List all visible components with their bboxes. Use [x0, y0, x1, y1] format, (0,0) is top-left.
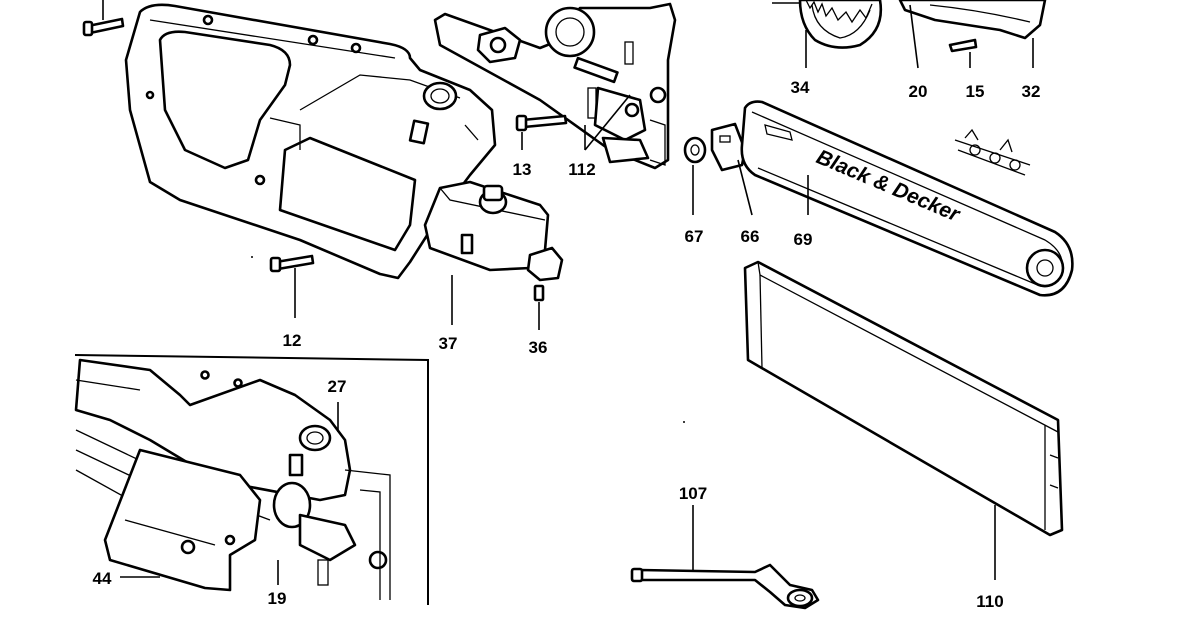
- label-32: 32: [1022, 82, 1041, 101]
- screw-12: [269, 254, 315, 318]
- saw-chain-fragment: [954, 128, 1031, 176]
- scabbard-110: [743, 260, 1064, 580]
- leader-20: [909, 4, 919, 69]
- wrench-107: [630, 505, 820, 610]
- label-44: 44: [93, 569, 112, 588]
- handle-housing: [124, 3, 497, 280]
- screw-15: [948, 38, 978, 68]
- oil-tank: [423, 180, 564, 282]
- label-27: 27: [328, 377, 347, 396]
- label-112: 112: [568, 160, 595, 179]
- label-13: 13: [513, 160, 532, 179]
- cover-32: [898, 0, 1047, 68]
- speck: [251, 256, 253, 258]
- label-20: 20: [909, 82, 928, 101]
- guide-bar-69: [740, 100, 1074, 297]
- label-66: 66: [741, 227, 760, 246]
- inset-detail: [74, 354, 429, 605]
- leader-112: [584, 94, 631, 151]
- label-69: 69: [794, 230, 813, 249]
- screw-13: [515, 114, 568, 150]
- part-36-screw: [533, 284, 545, 330]
- gear-34: [772, 0, 883, 68]
- label-107: 107: [679, 484, 707, 503]
- label-110: 110: [976, 592, 1003, 611]
- washer-67: [683, 136, 707, 215]
- speck: [683, 421, 685, 423]
- label-36: 36: [529, 338, 548, 357]
- label-19: 19: [268, 589, 287, 608]
- plate-66: [710, 122, 753, 216]
- motor-assembly: [433, 2, 677, 170]
- label-37: 37: [439, 334, 458, 353]
- label-15: 15: [966, 82, 985, 101]
- label-67: 67: [685, 227, 704, 246]
- label-12: 12: [283, 331, 302, 350]
- label-34: 34: [791, 78, 810, 97]
- screw-top-left: [82, 0, 125, 37]
